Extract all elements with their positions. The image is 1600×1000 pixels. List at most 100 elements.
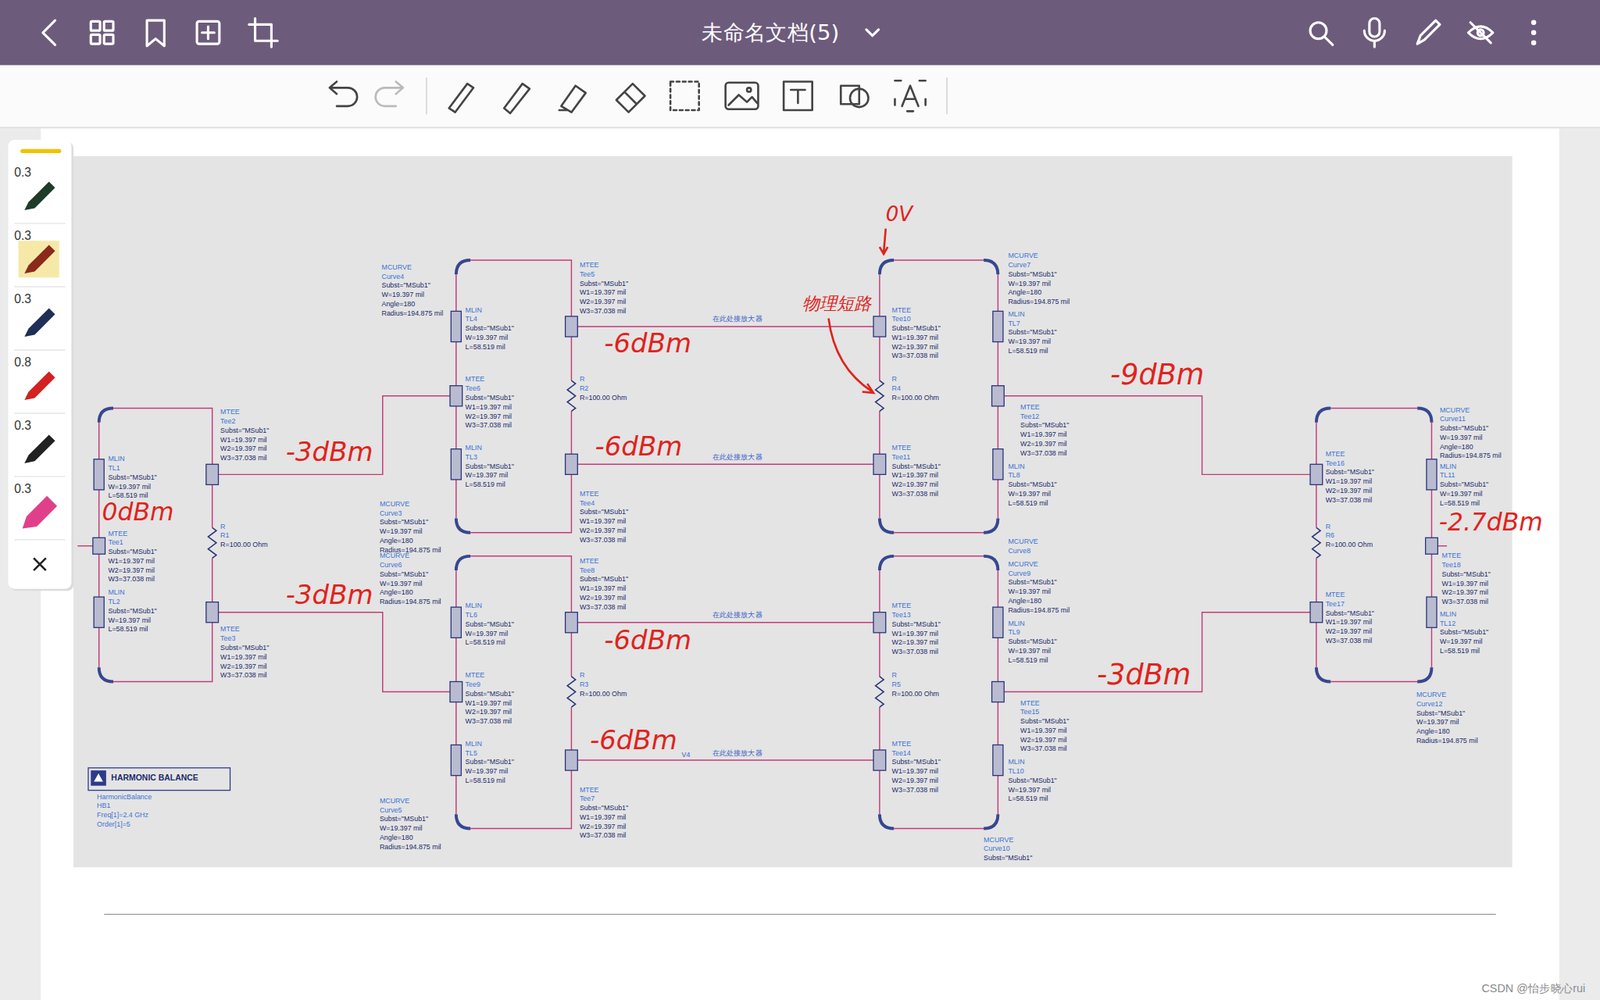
component-name: MTEE: [579, 784, 600, 794]
component-param: Subst="MSub1": [892, 323, 941, 333]
component-param: L=58.519 mil: [1007, 655, 1048, 665]
component-param-holder: R=100.00 Ohm: [220, 539, 268, 550]
component-param-holder: W2=19.397 mil: [892, 775, 939, 786]
component-param: L=58.519 mil: [1439, 497, 1480, 508]
component-name: TL5: [465, 747, 478, 758]
component-param: Subst="MSub1": [1007, 636, 1057, 647]
component-param-holder: Subst="MSub1": [107, 472, 157, 483]
component-param: W1=19.397 mil: [579, 516, 626, 526]
component-name: Tee11: [892, 452, 911, 462]
handwritten-note: -6dBm: [589, 726, 678, 754]
component-param: W3=37.038 mil: [579, 830, 626, 840]
component-name: Tee16: [1325, 457, 1345, 468]
component-param: Subst="MSub1": [379, 814, 429, 824]
component-param: W2=19.397 mil: [892, 637, 939, 647]
component-param-holder: W3=37.038 mil: [465, 420, 512, 430]
component-param-holder: L=58.519 mil: [1007, 497, 1048, 508]
amplifier-note-holder: 在此处接放大器: [712, 452, 763, 462]
component-param-holder: Subst="MSub1": [1442, 569, 1491, 579]
component-param: Radius=194.875 mil: [381, 307, 443, 318]
component-name-holder: MTEE: [220, 624, 240, 634]
component-name: Curve6: [379, 560, 403, 570]
component-name-holder: MLIN: [1007, 460, 1025, 471]
component-param: Subst="MSub1": [465, 619, 515, 629]
component-name: MLIN: [465, 442, 483, 453]
component-param-holder: W1=19.397 mil: [220, 434, 267, 444]
component-param-holder: Subst="MSub1": [465, 323, 515, 333]
component-param: W2=19.397 mil: [579, 525, 626, 536]
component-param-holder: W2=19.397 mil: [892, 479, 939, 490]
simulation-param-holder: Order[1]=5: [96, 819, 131, 829]
component-name: MTEE: [107, 528, 128, 539]
component-param-holder: W2=19.397 mil: [579, 296, 626, 307]
component-name: MTEE: [465, 670, 486, 680]
component-name-holder: MTEE: [220, 407, 240, 417]
handwritten-note: -6dBm: [594, 432, 683, 460]
component-name-holder: Tee11: [892, 452, 911, 462]
handwritten-note: 0V: [885, 203, 913, 225]
component-name: Tee14: [892, 747, 911, 758]
component-param: L=58.519 mil: [1007, 346, 1048, 356]
component-name-holder: TL1: [107, 463, 120, 473]
component-param: W2=19.397 mil: [465, 410, 512, 421]
component-param-holder: Radius=194.875 mil: [1439, 450, 1502, 461]
component-param-holder: Subst="MSub1": [220, 642, 269, 653]
component-param: W3=37.038 mil: [579, 534, 626, 544]
component-param: L=58.519 mil: [465, 342, 506, 352]
component-name: TL8: [1007, 470, 1020, 480]
component-name-holder: Tee13: [892, 610, 911, 620]
handwritten-note-holder: -2.7dBm: [1439, 510, 1543, 535]
component-param-holder: Subst="MSub1": [465, 460, 515, 471]
component-name: R: [892, 374, 897, 384]
component-name: Curve10: [983, 843, 1011, 854]
component-name: TL1: [107, 463, 120, 473]
component-param-holder: W2=19.397 mil: [220, 660, 267, 671]
handwritten-note-holder: -9dBm: [1110, 360, 1204, 390]
component-param: W=19.397 mil: [1007, 586, 1051, 597]
component-param: R=100.00 Ohm: [1325, 539, 1373, 550]
component-param: W1=19.397 mil: [107, 556, 154, 566]
component-param: Subst="MSub1": [1007, 327, 1057, 337]
amplifier-note-holder: 在此处接放大器: [712, 610, 763, 620]
component-name-holder: R: [892, 670, 897, 680]
handwritten-note: -3dBm: [1096, 660, 1191, 690]
component-name: R6: [1325, 530, 1335, 540]
component-name: Curve5: [379, 805, 403, 815]
component-param: W3=37.038 mil: [892, 784, 939, 794]
component-param: W2=19.397 mil: [1325, 626, 1372, 636]
component-param-holder: W=19.397 mil: [1416, 717, 1460, 727]
amplifier-note: 在此处接放大器: [712, 747, 763, 758]
component-param: R=100.00 Ohm: [892, 689, 940, 699]
component-name-holder: Tee9: [465, 679, 481, 690]
component-param: Subst="MSub1": [983, 853, 1033, 863]
component-name-holder: TL12: [1439, 618, 1456, 629]
component-param-holder: L=58.519 mil: [1439, 497, 1480, 508]
component-param: Subst="MSub1": [107, 546, 157, 557]
component-param-holder: W3=37.038 mil: [220, 453, 267, 463]
component-param-holder: W=19.397 mil: [379, 578, 423, 589]
component-param-holder: W3=37.038 mil: [1325, 494, 1372, 504]
component-name: MCURVE: [983, 834, 1014, 844]
document-title-holder: 未命名文档(5): [612, 19, 929, 47]
component-param: W1=19.397 mil: [465, 402, 512, 412]
component-param: Subst="MSub1": [1325, 467, 1375, 477]
component-name: MTEE: [220, 407, 240, 417]
component-param-holder: W2=19.397 mil: [465, 707, 512, 717]
component-param-holder: Subst="MSub1": [892, 757, 941, 767]
component-name-holder: MTEE: [579, 260, 600, 270]
component-name-holder: Tee14: [892, 747, 911, 758]
component-param-holder: W1=19.397 mil: [892, 332, 939, 343]
component-name-holder: TL7: [1007, 318, 1020, 329]
component-name: R: [1325, 521, 1331, 531]
component-param: Subst="MSub1": [1416, 707, 1465, 718]
component-param: W3=37.038 mil: [220, 453, 267, 463]
component-name: MLIN: [1007, 460, 1025, 471]
component-name-holder: MTEE: [1325, 449, 1346, 459]
component-name-holder: MCURVE: [379, 796, 410, 806]
component-param: Subst="MSub1": [465, 757, 515, 767]
component-param-holder: W=19.397 mil: [1007, 278, 1051, 289]
pen-size: 0.3: [14, 292, 32, 307]
component-param-holder: W3=37.038 mil: [892, 646, 939, 657]
component-param: W3=37.038 mil: [465, 420, 512, 430]
